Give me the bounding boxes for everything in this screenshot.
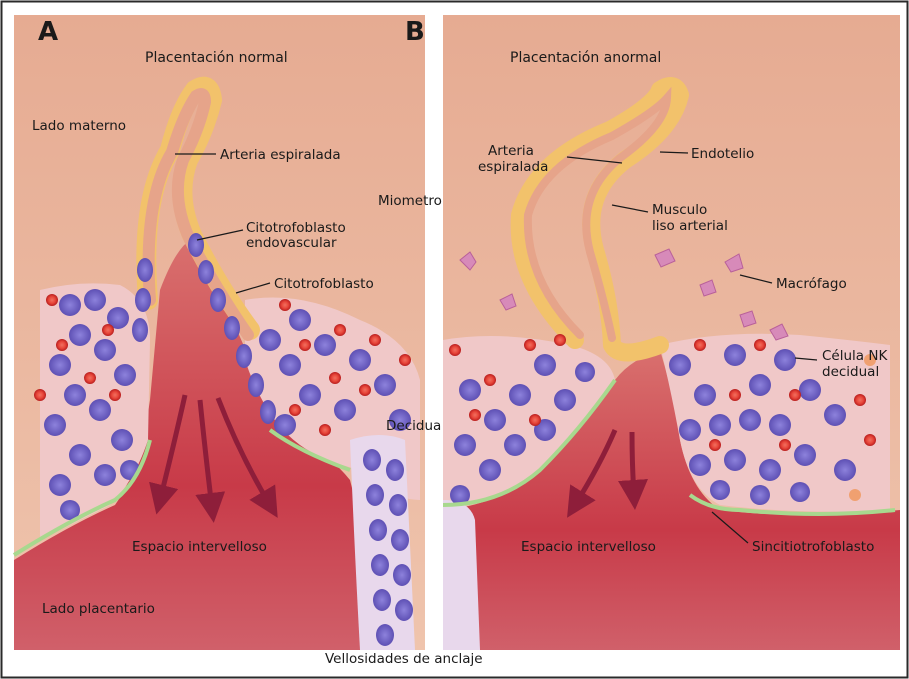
label-espacio-intervelloso-b: Espacio intervelloso bbox=[521, 539, 656, 555]
label-arteria-espiralada-b-2: espiralada bbox=[478, 159, 548, 175]
label-arteria-espiralada-b-1: Arteria bbox=[488, 143, 534, 159]
label-celula-nk-2: decidual bbox=[822, 364, 879, 380]
label-sincitiotrofoblasto: Sincitiotrofoblasto bbox=[752, 539, 874, 555]
panel-letter-b: B bbox=[405, 17, 425, 47]
label-arteria-espiralada-a: Arteria espiralada bbox=[220, 147, 341, 163]
label-vellosidades-de-anclaje: Vellosidades de anclaje bbox=[325, 651, 483, 667]
panel-letter-a: A bbox=[38, 17, 58, 47]
label-citotrofoblasto: Citotrofoblasto bbox=[274, 276, 374, 292]
anchoring-villus-b bbox=[443, 500, 480, 650]
panel-divider bbox=[425, 15, 443, 665]
panel-title-b: Placentación anormal bbox=[510, 50, 661, 66]
label-lado-placentario: Lado placentario bbox=[42, 601, 155, 617]
label-musculo-liso-arterial-1: Musculo bbox=[652, 202, 707, 218]
label-citotrofoblasto-endovascular-2: endovascular bbox=[246, 235, 337, 251]
label-endotelio: Endotelio bbox=[691, 146, 754, 162]
label-macrofago: Macrófago bbox=[776, 276, 847, 292]
label-celula-nk-1: Célula NK bbox=[822, 348, 888, 364]
label-musculo-liso-arterial-2: liso arterial bbox=[652, 218, 728, 234]
label-espacio-intervelloso-a: Espacio intervelloso bbox=[132, 539, 267, 555]
label-miometro: Miometro bbox=[378, 193, 442, 209]
label-citotrofoblasto-endovascular-1: Citotrofoblasto bbox=[246, 220, 346, 236]
label-decidua: Decidua bbox=[386, 418, 441, 434]
label-lado-materno: Lado materno bbox=[32, 118, 126, 134]
panel-title-a: Placentación normal bbox=[145, 50, 288, 66]
